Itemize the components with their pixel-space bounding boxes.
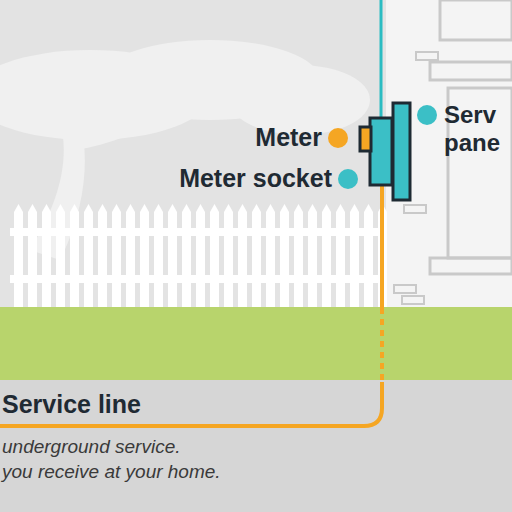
meter-socket-dot: [338, 169, 358, 189]
part-label: Serv pane: [444, 101, 506, 156]
fence-picket: [210, 204, 219, 307]
section-heading: Service line: [2, 391, 141, 419]
fence-picket: [350, 204, 359, 307]
fence-pickets: [14, 204, 387, 307]
fence-picket: [154, 204, 163, 307]
fence-picket: [308, 204, 317, 307]
grass-band: [0, 307, 512, 380]
fence-picket: [42, 204, 51, 307]
fence-picket: [224, 204, 233, 307]
meter-socket: [370, 118, 392, 185]
fence-picket: [84, 204, 93, 307]
service-line: [0, 382, 382, 426]
service-panel-dot: [417, 105, 437, 125]
service-panel: [393, 103, 410, 200]
meter: [360, 127, 371, 151]
fence-picket: [28, 204, 37, 307]
fence-picket: [14, 204, 23, 307]
ground-band: [0, 380, 512, 512]
service-line-riser: [380, 186, 384, 310]
fence-picket: [168, 204, 177, 307]
service-line-buried: [380, 310, 384, 380]
fence-picket: [364, 204, 373, 307]
fence-picket: [182, 204, 191, 307]
part-label: Meter: [255, 124, 322, 152]
fence-picket: [336, 204, 345, 307]
fence-picket: [322, 204, 331, 307]
fence-picket: [252, 204, 261, 307]
part-label: Meter socket: [179, 165, 332, 193]
sky-background: [0, 0, 512, 310]
meter-dot: [328, 128, 348, 148]
house: [386, 0, 512, 310]
body-note: underground service.: [2, 437, 181, 458]
fence-picket: [140, 204, 149, 307]
fence-picket: [126, 204, 135, 307]
fence-picket: [238, 204, 247, 307]
fence-picket: [196, 204, 205, 307]
fence-picket: [70, 204, 79, 307]
fence-picket: [98, 204, 107, 307]
fence-picket: [280, 204, 289, 307]
body-note: you receive at your home.: [2, 462, 221, 483]
fence-picket: [56, 204, 65, 307]
overhead-wire: [380, 0, 383, 118]
fence-picket: [294, 204, 303, 307]
fence-picket: [112, 204, 121, 307]
fence-picket: [266, 204, 275, 307]
